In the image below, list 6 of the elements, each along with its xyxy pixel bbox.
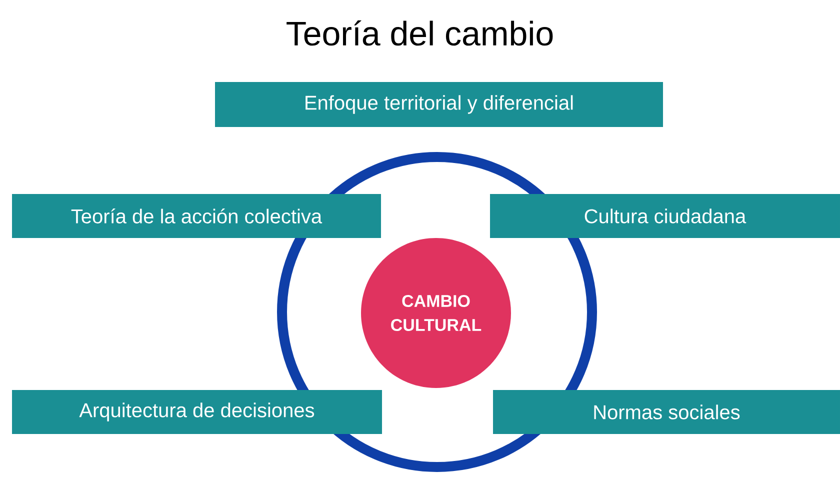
- text-box: Enfoque territorial y diferencial: [215, 82, 663, 127]
- text-box: Cultura ciudadana: [490, 194, 840, 238]
- title: Teoría del cambio: [286, 20, 553, 46]
- text-box: Normas sociales: [493, 390, 840, 434]
- text-box: Teoría de la acción colectiva: [12, 194, 381, 238]
- text-box: Arquitectura de decisiones: [12, 390, 382, 434]
